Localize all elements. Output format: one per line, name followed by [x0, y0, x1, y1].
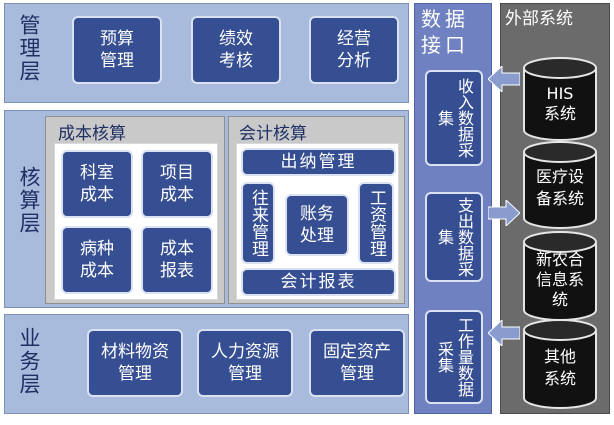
- medical-equipment-label: 医疗设 备系统: [535, 167, 584, 208]
- financial-accounting-title: 会计核算: [239, 124, 307, 144]
- ncms-database-icon[interactable]: [520, 230, 600, 322]
- management-layer: 管理层 预算 管理 绩效 考核 经营 分析: [4, 3, 409, 103]
- ncms-label: 新农合 信息系 统: [535, 250, 584, 309]
- arrow-left-icon: [488, 320, 520, 346]
- his-system-database-icon[interactable]: [520, 56, 600, 142]
- materials-management-box[interactable]: 材料物资 管理: [87, 329, 183, 397]
- cashier-management-box[interactable]: 出纳管理: [241, 148, 396, 176]
- business-layer-title: 业务层: [17, 327, 41, 396]
- financial-accounting-frame: 出纳管理 往来管理 账务 处理 工资管理 会计报表: [236, 143, 399, 300]
- arrow-left-icon: [488, 66, 520, 92]
- medical-equipment-database-icon[interactable]: [520, 140, 600, 230]
- disease-cost-box[interactable]: 病种 成本: [61, 226, 133, 294]
- cost-accounting-frame: 科室 成本 项目 成本 病种 成本 成本 报表: [54, 143, 218, 300]
- other-systems-database-icon[interactable]: [520, 318, 600, 410]
- his-system-label: HIS 系统: [543, 84, 576, 123]
- management-layer-title: 管理层: [17, 14, 41, 83]
- accounting-layer-title: 核算层: [17, 166, 41, 235]
- external-systems-title: 外部系统: [505, 9, 573, 29]
- business-layer: 业务层 材料物资 管理 人力资源 管理 固定资产 管理: [4, 314, 409, 414]
- cost-accounting-group: 成本核算 科室 成本 项目 成本 病种 成本 成本 报表: [45, 116, 225, 304]
- fixed-assets-box[interactable]: 固定资产 管理: [309, 329, 405, 397]
- ledger-processing-box[interactable]: 账务 处理: [285, 194, 349, 256]
- other-systems-label: 其他 系统: [543, 347, 576, 388]
- data-interface-title: 数据接口: [421, 7, 469, 57]
- cost-report-box[interactable]: 成本 报表: [141, 226, 213, 294]
- accounting-report-box[interactable]: 会计报表: [241, 268, 396, 296]
- operation-analysis-box[interactable]: 经营 分析: [309, 16, 399, 84]
- income-data-collection-box[interactable]: 收入数据采集: [425, 70, 483, 166]
- financial-accounting-group: 会计核算 出纳管理 往来管理 账务 处理 工资管理 会计报表: [228, 116, 405, 304]
- salary-management-box[interactable]: 工资管理: [358, 182, 394, 264]
- data-interface-panel: 数据接口 收入数据采集 支出数据采集 工作量数据采集: [414, 3, 492, 414]
- dealings-management-box[interactable]: 往来管理: [241, 182, 275, 264]
- workload-data-collection-box[interactable]: 工作量数据采集: [425, 310, 483, 404]
- performance-appraisal-box[interactable]: 绩效 考核: [191, 16, 281, 84]
- expense-data-collection-box[interactable]: 支出数据采集: [425, 192, 483, 282]
- project-cost-box[interactable]: 项目 成本: [141, 150, 213, 218]
- budget-management-box[interactable]: 预算 管理: [72, 16, 162, 84]
- cost-accounting-title: 成本核算: [58, 124, 126, 144]
- department-cost-box[interactable]: 科室 成本: [61, 150, 133, 218]
- human-resources-box[interactable]: 人力资源 管理: [197, 329, 293, 397]
- arrow-right-icon: [488, 200, 520, 226]
- accounting-layer: 核算层 成本核算 科室 成本 项目 成本 病种 成本 成本 报表 会计核算 出纳…: [4, 110, 409, 308]
